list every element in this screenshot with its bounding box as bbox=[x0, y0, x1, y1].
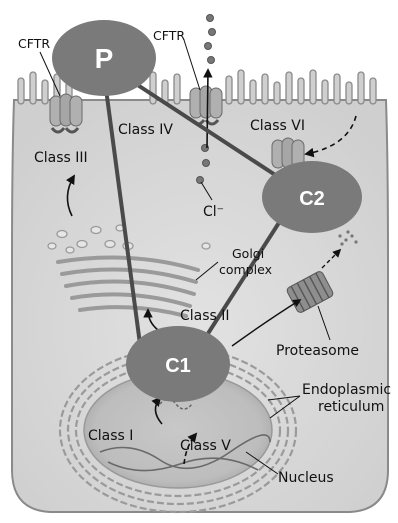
cftr-right-leader bbox=[184, 40, 200, 90]
golgi-label-line2: complex bbox=[219, 262, 272, 277]
er-label-line2: reticulum bbox=[318, 399, 384, 415]
class-ii-label: Class II bbox=[180, 308, 230, 324]
node-c2: C2 bbox=[262, 161, 362, 233]
node-p-label: P bbox=[95, 43, 114, 74]
node-c1-label: C1 bbox=[165, 355, 191, 377]
cftr-left-label: CFTR bbox=[18, 36, 50, 51]
chloride-label: Cl⁻ bbox=[203, 204, 224, 220]
class-i-label: Class I bbox=[88, 428, 133, 444]
node-c2-label: C2 bbox=[299, 188, 325, 210]
cftr-right-label: CFTR bbox=[153, 28, 185, 43]
class-iii-label: Class III bbox=[34, 150, 88, 166]
class-vi-label: Class VI bbox=[250, 118, 305, 134]
golgi-label-line1: Golgi bbox=[232, 246, 264, 261]
chloride-efflux-arrow bbox=[207, 70, 208, 148]
cftr-channel-left bbox=[50, 94, 82, 132]
node-c1: C1 bbox=[126, 326, 230, 402]
proteasome-label: Proteasome bbox=[276, 343, 359, 359]
class-iv-label: Class IV bbox=[118, 122, 173, 138]
node-p: P bbox=[52, 20, 156, 96]
er-label-line1: Endoplasmic bbox=[302, 382, 391, 398]
cftr-channel-right bbox=[190, 86, 222, 124]
class-v-label: Class V bbox=[180, 438, 231, 454]
nucleus-label: Nucleus bbox=[278, 470, 334, 486]
